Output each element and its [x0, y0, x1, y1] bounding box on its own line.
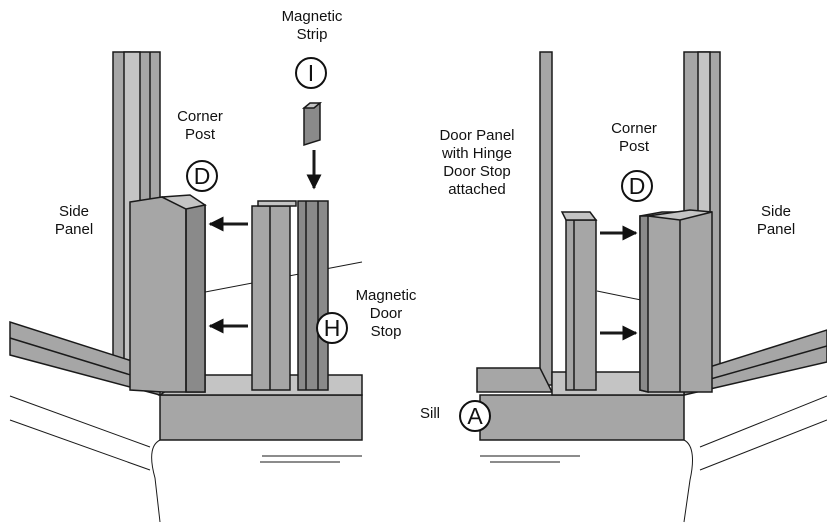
callout-i: I — [295, 57, 327, 89]
left-callout-d: D — [186, 160, 218, 192]
callout-h: H — [316, 312, 348, 344]
left-corner-post-label-line1: Corner — [177, 108, 223, 125]
right-curb — [480, 395, 827, 523]
door-panel-label-line4: attached — [448, 181, 506, 198]
right-door-frame — [476, 51, 554, 393]
left-corner-post — [129, 194, 207, 393]
magnetic-strip-label-line1: Magnetic — [281, 8, 343, 25]
door-panel-label-line3: Door Stop — [443, 163, 511, 180]
right-corner-post-label-line2: Post — [618, 138, 649, 155]
magnetic-door-stop-label-line1: Magnetic — [355, 287, 417, 304]
door-panel-label-line2: with Hinge — [441, 145, 513, 162]
door-panel-label-line1: Door Panel — [439, 127, 515, 144]
right-glass-line — [596, 290, 642, 301]
sill-label: Sill — [420, 405, 441, 422]
left-view — [9, 51, 363, 523]
left-curb — [9, 395, 362, 523]
left-side-panel-label-line2: Panel — [54, 221, 94, 238]
right-door-panel — [560, 211, 598, 391]
callout-a: A — [459, 400, 491, 432]
right-callout-d: D — [621, 170, 653, 202]
right-corner-post-label: Corner Post — [604, 120, 664, 156]
left-magnetic-strip — [301, 101, 323, 147]
left-corner-post-label: Corner Post — [170, 108, 230, 144]
right-corner-post — [639, 209, 713, 393]
right-corner-post-label-line1: Corner — [611, 120, 657, 137]
left-magnetic-door-stop — [251, 200, 329, 391]
left-corner-post-label-line2: Post — [184, 126, 215, 143]
left-side-panel-label-line1: Side — [58, 203, 90, 220]
magnetic-strip-label: Magnetic Strip — [270, 8, 354, 44]
right-side-panel-label-line1: Side — [760, 203, 792, 220]
magnetic-door-stop-label-line2: Door — [369, 305, 403, 322]
magnetic-strip-label-line2: Strip — [296, 26, 328, 43]
right-side-panel-label-line2: Panel — [756, 221, 796, 238]
left-side-panel-label: Side Panel — [48, 203, 100, 239]
door-panel-label: Door Panel with Hinge Door Stop attached — [427, 127, 527, 199]
right-side-panel-label: Side Panel — [750, 203, 802, 239]
right-view — [476, 51, 827, 523]
magnetic-door-stop-label-line3: Stop — [370, 323, 402, 340]
magnetic-door-stop-label: Magnetic Door Stop — [346, 287, 426, 341]
